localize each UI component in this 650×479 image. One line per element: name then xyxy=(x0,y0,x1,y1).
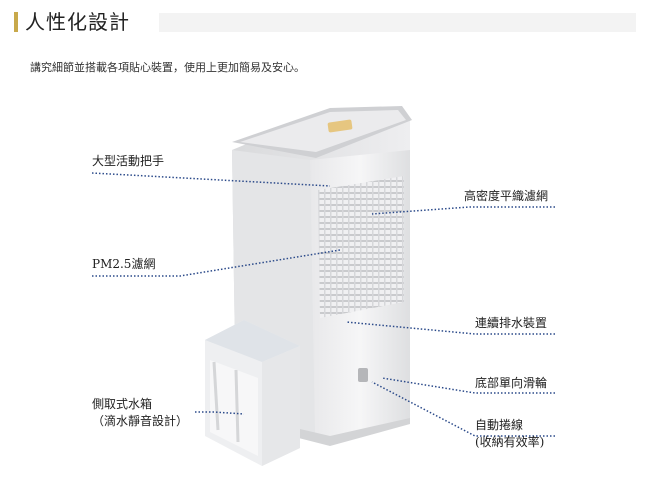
callout-cord-reel: 自動捲線 (收納有效率) xyxy=(475,417,544,451)
cord-reel xyxy=(358,368,368,382)
callout-water-tank-line2: （滴水靜音設計） xyxy=(92,414,189,428)
header-divider xyxy=(159,13,636,32)
callout-pm25-filter: PM2.5濾網 xyxy=(92,257,156,271)
air-grille xyxy=(318,176,404,318)
control-display xyxy=(327,119,353,133)
callout-drain: 連續排水裝置 xyxy=(475,316,548,330)
callout-cord-line2: (收納有效率) xyxy=(475,435,545,449)
leader-cord xyxy=(371,381,555,437)
callout-wheel: 底部單向滑輪 xyxy=(475,376,548,390)
section-description: 講究細節並搭載各項貼心裝置，使用上更加簡易及安心。 xyxy=(30,61,305,74)
leader-filter xyxy=(371,206,555,215)
callout-handle: 大型活動把手 xyxy=(92,154,165,168)
callout-leader-lines xyxy=(91,172,555,437)
leader-handle xyxy=(91,172,331,187)
callout-water-tank-line1: 側取式水箱 xyxy=(92,397,153,411)
leader-tank xyxy=(195,411,245,415)
callout-water-tank: 側取式水箱 （滴水靜音設計） xyxy=(92,396,188,430)
leader-pm25 xyxy=(92,249,341,277)
section-header: 人性化設計 xyxy=(14,9,636,35)
header-accent-bar xyxy=(14,12,18,32)
water-tank xyxy=(205,320,300,466)
callout-cord-line1: 自動捲線 xyxy=(475,418,524,432)
section-title: 人性化設計 xyxy=(25,9,142,35)
callout-mesh-filter: 高密度平織濾網 xyxy=(464,189,549,203)
